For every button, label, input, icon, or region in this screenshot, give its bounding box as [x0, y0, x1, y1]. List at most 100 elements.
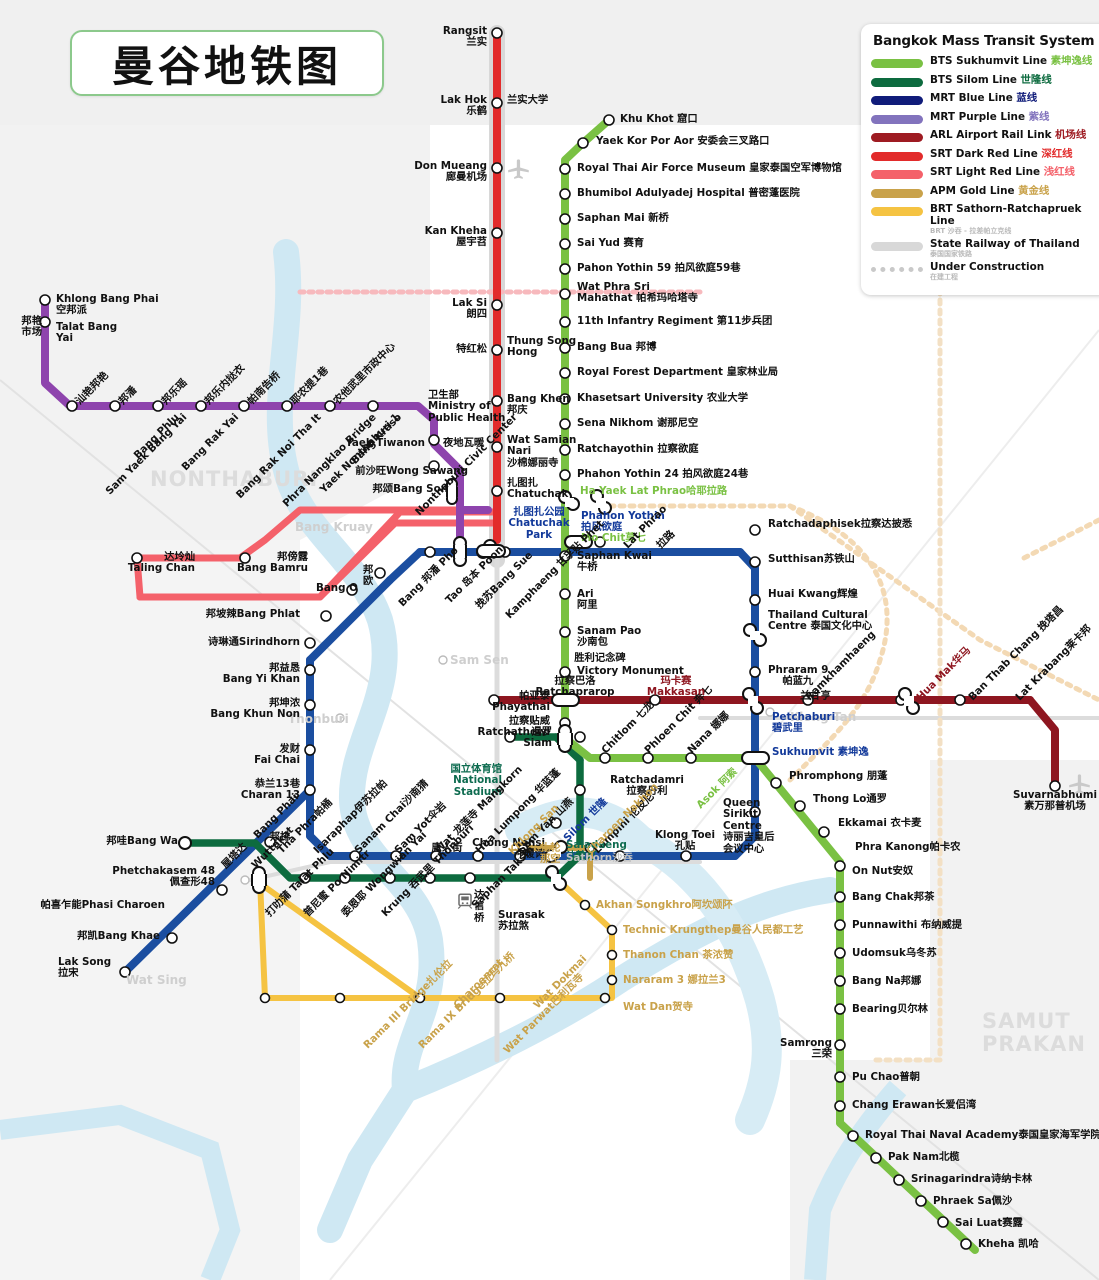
legend-item: MRT Purple Line 紫线 — [871, 110, 1099, 127]
station-bang-phai-cn: 邦排 — [269, 831, 291, 843]
legend-color-swatch — [871, 266, 923, 272]
legend-item: BTS Sukhumvit Line 素坤逸线 — [871, 55, 1099, 71]
station-thailand-cultural-centre: Thailand Cultural Centre 泰国文化中心 — [768, 609, 873, 633]
station-wat-dan: Wat Dan贺寺 — [623, 1001, 693, 1013]
station-hua-lumpong-cn: 唐人街 — [431, 842, 463, 854]
station-sirindhorn: 诗琳通Sirindhorn — [208, 636, 300, 648]
legend-heading: Bangkok Mass Transit System — [873, 33, 1095, 49]
legend-item-label-cn: 紫线 — [1028, 110, 1050, 123]
station-ekkamai: Ekkamai 衣卡麦 — [838, 817, 922, 829]
station-don-mueang: Don Mueang 廊曼机场 — [414, 160, 487, 184]
station-siam: 暹罗 Siam — [523, 726, 552, 750]
station-ratchayothin: Ratchayothin 拉察欲庭 — [577, 443, 699, 455]
station-huai-kwang: Huai Kwang辉煌 — [768, 588, 858, 600]
station-royal-thai-naval-academy: Royal Thai Naval Academy泰国皇家海军学院 — [865, 1129, 1099, 1141]
station-samrong: Samrong 三荣 — [780, 1037, 832, 1061]
station-yaek-tiwanon-cn: 夜地瓦暖 — [443, 437, 485, 449]
station-royal-forest-dept: Royal Forest Department 皇家林业局 — [577, 366, 779, 378]
station-nararam-3: Nararam 3 娜拉兰3 — [623, 974, 726, 986]
station-sutthisan: Sutthisan苏铁山 — [768, 553, 855, 565]
station-bang-o: Bang O — [316, 582, 358, 594]
station-wat-samian-nari: Wat Samian Nari 沙棉娜丽寺 — [507, 434, 577, 469]
station-lak-song: Lak Song 拉宋 — [58, 956, 112, 980]
station-akhan-songkhro: Akhan Songkhro阿坎颂阫 — [596, 899, 733, 911]
station-bang-khun-non: 邦坤浓 Bang Khun Non — [210, 697, 300, 721]
legend-color-swatch — [871, 170, 923, 179]
airport-icon-don-mueang — [508, 159, 529, 179]
station-kasetsart-university: Khasetsart University 农业大学 — [577, 392, 749, 404]
station-rangsit: Rangsit 兰实 — [442, 25, 487, 49]
region-thonburi: Thonburi — [288, 712, 349, 726]
station-national-stadium: 国立体育馆 National Stadium — [450, 763, 502, 798]
legend-item-sublabel: 泰国国家铁路 — [930, 250, 972, 258]
station-udomsuk: Udomsuk乌冬苏 — [852, 947, 937, 959]
legend-item-label: SRT Dark Red Line 深红线 — [930, 147, 1073, 160]
station-bang-chak: Bang Chak邦茶 — [852, 891, 935, 903]
station-saladaeng: Saladaeng 沙拉灯 — [566, 839, 627, 863]
station-saphan-mai: Saphan Mai 新桥 — [577, 212, 669, 224]
region-samut-prakan: SAMUT PRAKAN — [982, 1009, 1086, 1056]
legend-item: ARL Airport Rail Link 机场线 — [871, 129, 1099, 145]
station-wat-phra-sri-mahathat: Wat Phra Sri Mahathat 帕希玛哈塔寺 — [577, 281, 698, 305]
region-klong-tan: Klong Tan — [790, 710, 857, 724]
station-chong-nonsi: Chong Nonsi 冲暖诗 — [472, 837, 545, 861]
legend-item: MRT Blue Line 蓝线 — [871, 92, 1099, 108]
legend-item: BRT Sathorn-Ratchapruek Line BRT 沙吞 - 拉差… — [871, 203, 1099, 235]
station-lak-hok-alt: 兰实大学 — [507, 94, 549, 106]
station-lak-si: Lak Si 朗四 — [452, 297, 487, 321]
station-kheha: Kheha 凯哈 — [978, 1238, 1039, 1250]
station-charoen-nakhon-cn: 扎轮 那空 — [540, 842, 561, 866]
legend-item-label: MRT Purple Line 紫线 — [930, 110, 1050, 123]
station-saphan-taksin-cn: 达 信 桥 — [474, 889, 485, 924]
train-icon-saphan-taksin — [457, 893, 473, 909]
station-surasak: Surasak 苏拉煞 — [498, 909, 545, 933]
legend-item-label-cn: 蓝线 — [1016, 92, 1038, 104]
station-phayathai: 帕亚泰 Phayathai — [492, 690, 550, 714]
station-yaek-kor-por-aor: Yaek Kor Por Aor 安委会三叉路口 — [596, 135, 770, 147]
station-punnawithi: Punnawithi 布纳威提 — [852, 919, 963, 931]
legend-item: Under Construction 在建工程 — [871, 261, 1099, 281]
legend-color-swatch — [871, 207, 923, 216]
station-phraek-sa: Phraek Sa佩沙 — [933, 1195, 1013, 1207]
region-nonthaburi: NONTHABURI — [150, 467, 319, 491]
station-sai-luat: Sai Luat赛露 — [955, 1217, 1023, 1229]
station-klong-toei: Klong Toei 孔贴 — [654, 829, 716, 853]
legend-item-label: SRT Light Red Line 浅红线 — [930, 166, 1075, 178]
station-victory-monument: Victory Monument — [577, 665, 684, 677]
legend-item-label-cn: 浅红线 — [1043, 166, 1075, 178]
station-ministry-of-public-health: 卫生部 Ministry of Public Health — [428, 389, 506, 424]
station-bang-yi-khan: 邦益恳 Bang Yi Khan — [222, 662, 300, 686]
station-thanon-chan: Thanon Chan 茶浓赞 — [623, 949, 734, 961]
station-pak-nam: Pak Nam北榄 — [888, 1151, 960, 1163]
station-bang-bamru: 邦傍露 Bang Bamru — [236, 551, 308, 575]
legend-color-swatch — [871, 188, 923, 198]
legend-color-swatch — [871, 59, 923, 68]
station-phetchakasem-48: Phetchakasem 48 佩查形48 — [112, 865, 215, 889]
station-fai-chai: 发财 Fai Chai — [254, 743, 300, 767]
station-thung-song-hong: Thung Song Hong — [507, 335, 577, 359]
legend-item: APM Gold Line 黄金线 — [871, 184, 1099, 201]
station-phasi-charoen: 帕喜乍能Phasi Charoen — [40, 899, 165, 911]
region-wat-sing: Wat Sing — [126, 973, 187, 987]
legend-color-swatch — [871, 133, 923, 142]
station-queen-sirikit-centre: Queen Sirikit Centre 诗丽吉皇后 会议中心 — [723, 797, 775, 855]
legend-item: BTS Silom Line 世隆线 — [871, 74, 1099, 90]
legend-item-label: APM Gold Line 黄金线 — [930, 184, 1050, 197]
station-wong-sawang: 前沙旺Wong Sawang — [355, 465, 468, 477]
station-sena-nikhom: Sena Nikhom 谢那尼空 — [577, 417, 699, 429]
station-chatuchak: 扎图扎 Chatuchak — [507, 477, 569, 501]
station-bang-na: Bang Na邦娜 — [852, 975, 922, 987]
map-title-box: 曼谷地铁图 — [70, 30, 384, 96]
station-lak-hok: Lak Hok 乐鹤 — [440, 94, 487, 118]
station-yaek-tiwanon: Yaek Tiwanon — [345, 437, 425, 449]
station-thung-song-hong-cn: 特红松 — [456, 343, 487, 355]
legend-item: SRT Dark Red Line 深红线 — [871, 147, 1099, 164]
legend-item-label-cn: 黄金线 — [1018, 184, 1050, 197]
station-phraram-9: Phraram 9 帕蓝九 — [768, 664, 829, 688]
station-kan-kheha: Kan Kheha 屋宇苕 — [424, 225, 487, 249]
station-bang-phlat: 邦坡辣Bang Phlat — [205, 608, 300, 620]
legend-item-label: MRT Blue Line 蓝线 — [930, 92, 1038, 104]
